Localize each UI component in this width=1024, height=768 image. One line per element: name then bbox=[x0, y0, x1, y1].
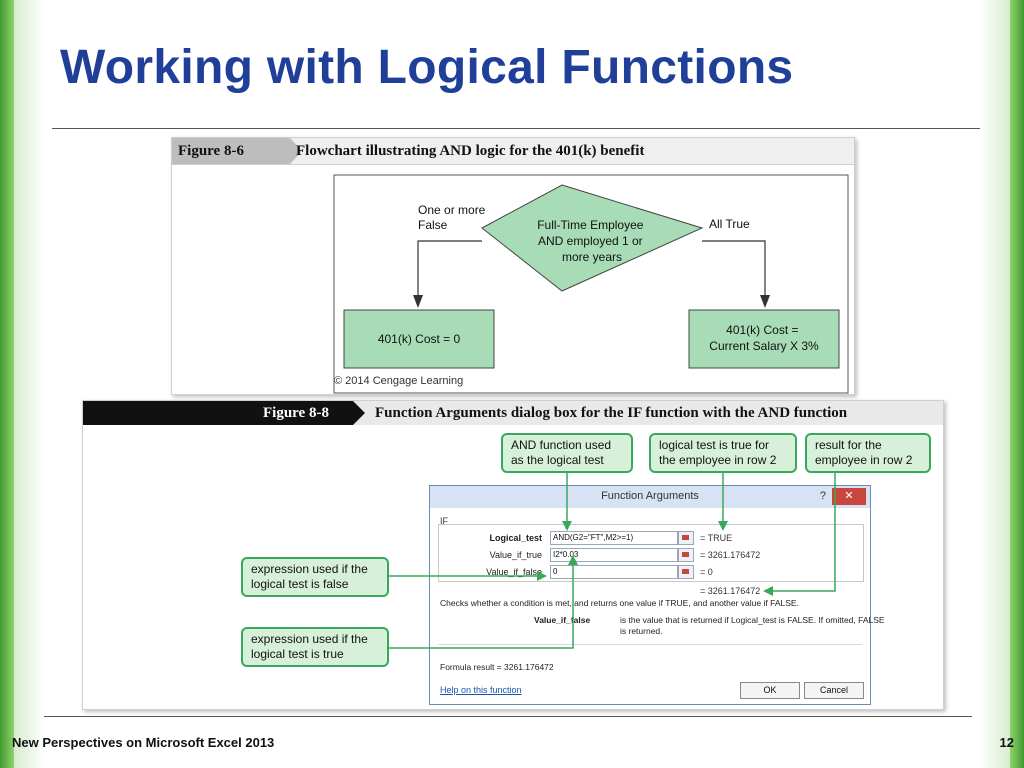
callout-and-function: AND function used as the logical test bbox=[501, 433, 633, 473]
dialog-titlebar: Function Arguments ? ✕ bbox=[430, 486, 870, 508]
value-if-false-collapse-icon[interactable] bbox=[678, 565, 694, 579]
false-label-line-1: One or more bbox=[418, 203, 486, 217]
function-arguments-dialog: Function Arguments ? ✕ IF Logical_test A… bbox=[429, 485, 885, 705]
copyright-text: © 2014 Cengage Learning bbox=[334, 375, 464, 387]
value-if-true-result: = 3261.176472 bbox=[700, 550, 761, 560]
function-description: Checks whether a condition is met, and r… bbox=[440, 598, 799, 608]
callout-result: result for the employee in row 2 bbox=[805, 433, 931, 473]
true-result-box bbox=[688, 309, 840, 369]
value-if-true-label: Value_if_true bbox=[489, 550, 542, 560]
right-accent-gradient bbox=[980, 0, 1010, 768]
figure-8-8-label: Figure 8-8 bbox=[263, 405, 329, 421]
logical-test-result: = TRUE bbox=[700, 533, 733, 543]
callout-result-line-1: result for the bbox=[815, 438, 882, 452]
callout-and-line-1: AND function used bbox=[511, 438, 612, 452]
help-on-function-link[interactable]: Help on this function bbox=[440, 685, 522, 695]
false-connector bbox=[417, 240, 482, 297]
true-arrowhead bbox=[760, 295, 770, 308]
argument-help-name: Value_if_false bbox=[534, 615, 591, 625]
true-result-line-1: 401(k) Cost = bbox=[726, 323, 798, 337]
cancel-button[interactable]: Cancel bbox=[804, 682, 864, 699]
dialog-title: Function Arguments bbox=[601, 490, 699, 502]
title-divider bbox=[52, 128, 980, 129]
page-number: 12 bbox=[999, 735, 1014, 750]
logical-test-label: Logical_test bbox=[489, 533, 542, 543]
figure-8-6-header: Figure 8-6 Flowchart illustrating AND lo… bbox=[172, 138, 854, 165]
figure-8-8-label-bg bbox=[83, 401, 353, 425]
figure-8-8-header: Figure 8-8 Function Arguments dialog box… bbox=[83, 401, 943, 425]
callout-true-line-1: logical test is true for bbox=[659, 438, 770, 452]
value-if-true-input[interactable]: I2*0.03 bbox=[550, 548, 678, 562]
figure-8-8-title: Function Arguments dialog box for the IF… bbox=[375, 405, 848, 421]
figure-8-6-title: Flowchart illustrating AND logic for the… bbox=[296, 143, 645, 159]
figure-8-6-label: Figure 8-6 bbox=[172, 138, 302, 164]
overall-result: = 3261.176472 bbox=[700, 586, 761, 596]
right-accent-bar bbox=[1010, 0, 1024, 768]
callout-if-false: expression used if the logical test is f… bbox=[241, 557, 389, 597]
formula-result: Formula result = 3261.176472 bbox=[440, 662, 554, 672]
figure-8-6: Figure 8-6 Flowchart illustrating AND lo… bbox=[171, 137, 855, 395]
false-label-line-2: False bbox=[418, 218, 448, 232]
callout-logical-true: logical test is true for the employee in… bbox=[649, 433, 797, 473]
help-icon[interactable]: ? bbox=[819, 490, 826, 502]
callout-result-line-2: employee in row 2 bbox=[815, 453, 913, 467]
decision-line-3: more years bbox=[562, 250, 622, 264]
value-if-true-collapse-icon[interactable] bbox=[678, 548, 694, 562]
figure-8-8: Figure 8-8 Function Arguments dialog box… bbox=[82, 400, 944, 710]
decision-line-2: AND employed 1 or bbox=[538, 234, 643, 248]
false-result-box bbox=[343, 309, 495, 369]
true-result-text: 401(k) Cost = Current Salary X 3% bbox=[709, 323, 819, 353]
false-arrowhead bbox=[413, 295, 423, 308]
false-result-text: 401(k) Cost = 0 bbox=[378, 332, 461, 346]
function-name: IF bbox=[440, 516, 448, 526]
value-if-false-input[interactable]: 0 bbox=[550, 565, 678, 579]
left-accent-gradient bbox=[14, 0, 44, 768]
true-result-line-2: Current Salary X 3% bbox=[709, 339, 819, 353]
left-accent-bar bbox=[0, 0, 14, 768]
decision-text: Full-Time Employee AND employed 1 or mor… bbox=[537, 218, 647, 264]
footer-divider bbox=[44, 716, 972, 717]
value-if-false-result: = 0 bbox=[700, 567, 713, 577]
callout-false-line-2: logical test is false bbox=[251, 577, 349, 591]
close-icon[interactable]: ✕ bbox=[832, 488, 866, 505]
slide-title: Working with Logical Functions bbox=[60, 41, 794, 94]
logical-test-collapse-icon[interactable] bbox=[678, 531, 694, 545]
callout-if-true: expression used if the logical test is t… bbox=[241, 627, 389, 667]
callout-and-line-2: as the logical test bbox=[511, 453, 604, 467]
argument-help-line-2: is returned. bbox=[620, 626, 663, 636]
flowchart: Full-Time Employee AND employed 1 or mor… bbox=[333, 174, 849, 394]
decision-diamond bbox=[481, 184, 704, 292]
decision-line-1: Full-Time Employee bbox=[537, 218, 644, 232]
dialog-separator bbox=[438, 644, 862, 645]
callout-false-line-1: expression used if the bbox=[251, 562, 368, 576]
callout-true-line-2: the employee in row 2 bbox=[659, 453, 777, 467]
callout-iftrue-line-1: expression used if the bbox=[251, 632, 368, 646]
arguments-groupbox bbox=[438, 524, 864, 582]
ok-button[interactable]: OK bbox=[740, 682, 800, 699]
footer-text: New Perspectives on Microsoft Excel 2013 bbox=[12, 735, 275, 750]
figure-8-8-title-bg bbox=[353, 401, 943, 425]
callout-iftrue-line-2: logical test is true bbox=[251, 647, 344, 661]
argument-help-line-1: is the value that is returned if Logical… bbox=[620, 615, 885, 625]
true-branch-label: All True bbox=[709, 217, 750, 231]
false-branch-label: One or more False bbox=[418, 203, 489, 232]
true-connector bbox=[702, 240, 766, 297]
value-if-false-label: Value_if_false bbox=[486, 567, 542, 577]
logical-test-input[interactable]: AND(G2="FT",M2>=1) bbox=[550, 531, 678, 545]
